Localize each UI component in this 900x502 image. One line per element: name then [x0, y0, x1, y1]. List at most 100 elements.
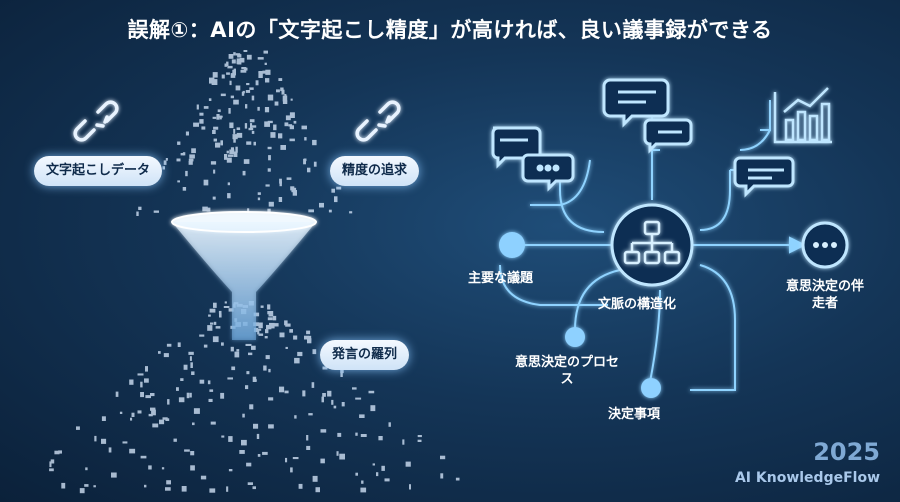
glyph-mark — [258, 333, 264, 336]
glyph-mark — [209, 389, 214, 392]
glyph-mark — [220, 93, 226, 97]
glyph-mark — [201, 126, 206, 130]
glyph-mark — [177, 180, 180, 183]
chat-bubble-icon — [643, 118, 693, 154]
glyph-mark — [129, 379, 134, 385]
glyph-mark — [257, 454, 261, 457]
glyph-mark — [289, 125, 294, 130]
glyph-mark — [321, 396, 324, 403]
glyph-mark — [312, 349, 317, 355]
glyph-mark — [177, 141, 181, 145]
chat-bubble-icon — [733, 156, 795, 198]
glyph-mark — [272, 315, 277, 321]
glyph-mark — [176, 158, 181, 162]
glyph-mark — [226, 157, 232, 163]
glyph-mark — [215, 326, 221, 329]
glyph-mark — [361, 480, 364, 484]
glyph-mark — [245, 385, 249, 390]
glyph-mark — [303, 158, 307, 162]
glyph-mark — [286, 177, 292, 180]
glyph-mark — [322, 393, 326, 397]
glyph-mark — [188, 351, 194, 355]
glyph-mark — [370, 405, 376, 412]
glyph-mark — [340, 368, 344, 374]
glyph-mark — [333, 405, 337, 409]
glyph-mark — [227, 65, 233, 69]
glyph-mark — [292, 457, 299, 460]
glyph-mark — [241, 91, 245, 96]
glyph-mark — [190, 362, 193, 368]
glyph-mark — [212, 336, 219, 343]
glyph-mark — [290, 467, 293, 473]
glyph-mark — [265, 329, 269, 334]
glyph-mark — [188, 160, 193, 165]
glyph-mark — [150, 393, 155, 397]
glyph-mark — [268, 424, 274, 429]
glyph-mark — [251, 130, 255, 134]
glyph-mark — [293, 335, 298, 340]
glyph-mark — [227, 193, 231, 199]
glyph-mark — [226, 72, 230, 75]
glyph-mark — [256, 433, 260, 439]
glyph-mark — [208, 98, 212, 101]
glyph-mark — [235, 146, 238, 153]
glyph-mark — [257, 197, 261, 201]
glyph-mark — [178, 397, 185, 403]
glyph-mark — [262, 70, 268, 74]
glyph-mark — [312, 475, 318, 482]
glyph-mark — [165, 158, 168, 161]
glyph-mark — [288, 124, 293, 127]
glyph-mark — [236, 349, 240, 352]
glyph-mark — [233, 137, 236, 143]
glyph-mark — [265, 78, 270, 83]
glyph-mark — [54, 450, 60, 455]
glyph-mark — [210, 161, 217, 165]
glyph-mark — [384, 478, 390, 482]
glyph-mark — [327, 390, 332, 397]
chat-bubble-icon — [521, 153, 575, 192]
glyph-mark — [61, 482, 66, 489]
glyph-mark — [265, 184, 270, 187]
glyph-mark — [193, 408, 200, 414]
glyph-mark — [244, 123, 248, 129]
glyph-mark — [203, 344, 208, 348]
glyph-mark — [402, 439, 405, 445]
glyph-mark — [417, 435, 422, 438]
glyph-mark — [250, 125, 257, 128]
glyph-mark — [267, 168, 271, 172]
glyph-mark — [279, 386, 285, 393]
glyph-mark — [294, 415, 297, 419]
glyph-mark — [250, 123, 253, 129]
glyph-mark — [246, 54, 252, 60]
glyph-mark — [220, 392, 225, 399]
glyph-mark — [229, 122, 234, 129]
glyph-mark — [339, 453, 345, 460]
glyph-mark — [137, 410, 142, 414]
glyph-mark — [273, 124, 277, 131]
glyph-mark — [337, 432, 342, 437]
glyph-mark — [211, 79, 218, 85]
glyph-mark — [85, 467, 88, 471]
broken-link-icon — [355, 100, 401, 142]
glyph-mark — [236, 58, 241, 65]
glyph-mark — [231, 366, 236, 371]
glyph-mark — [279, 181, 282, 187]
glyph-mark — [251, 95, 255, 101]
glyph-mark — [313, 161, 317, 167]
glyph-mark — [49, 461, 52, 468]
glyph-mark — [246, 141, 252, 145]
glyph-mark — [340, 372, 343, 377]
glyph-mark — [304, 335, 309, 340]
glyph-mark — [233, 52, 236, 56]
glyph-mark — [306, 330, 311, 335]
glyph-mark — [93, 485, 96, 488]
glyph-mark — [79, 488, 85, 494]
glyph-mark — [191, 148, 196, 154]
glyph-mark — [216, 114, 220, 120]
glyph-mark — [186, 392, 190, 399]
glyph-mark — [276, 89, 280, 93]
glyph-mark — [311, 382, 315, 388]
glyph-mark — [226, 150, 229, 154]
glyph-mark — [185, 170, 188, 177]
glyph-mark — [237, 54, 242, 58]
